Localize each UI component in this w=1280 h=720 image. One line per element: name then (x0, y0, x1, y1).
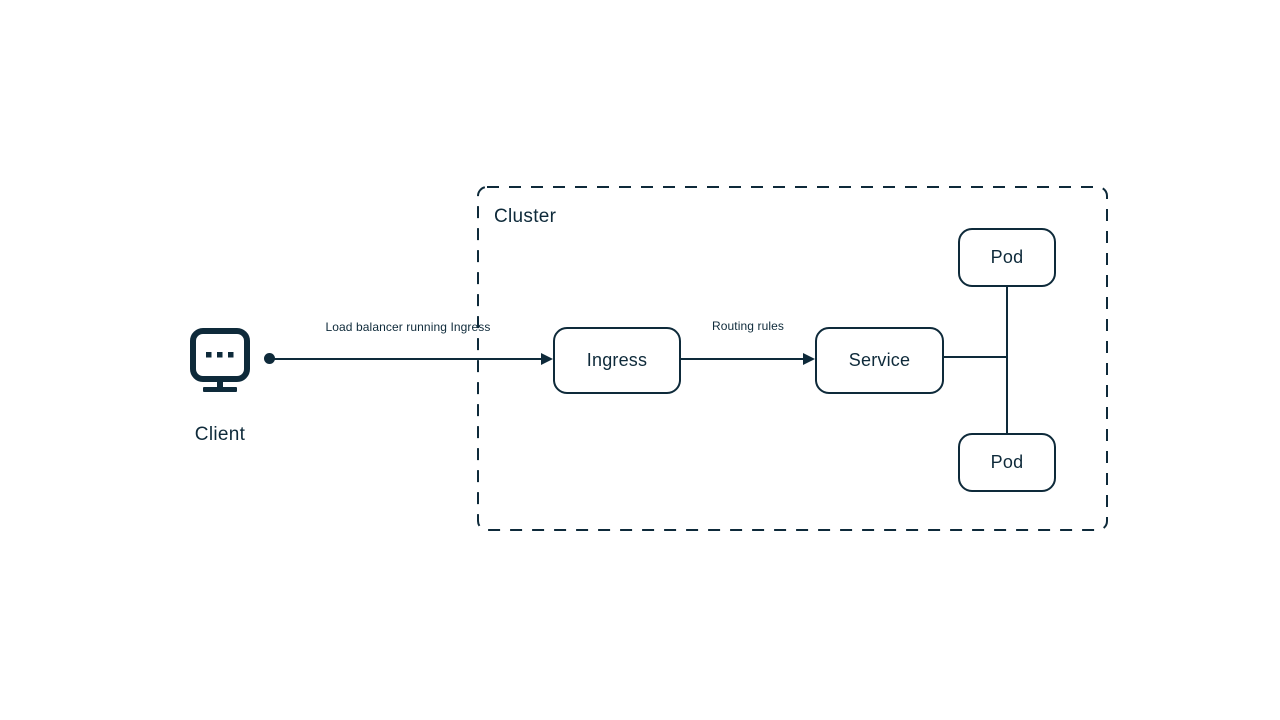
pod-top-node: Pod (958, 228, 1056, 287)
monitor-icon (190, 328, 250, 392)
edge-pods-vertical (1006, 287, 1008, 433)
arrowhead-into-ingress (541, 353, 553, 365)
edge-service-to-junction (944, 356, 1008, 358)
ingress-node: Ingress (553, 327, 681, 394)
cluster-label: Cluster (494, 206, 557, 227)
edge-client-to-ingress (270, 358, 542, 360)
edge-origin-dot (264, 353, 275, 364)
pod-bottom-node: Pod (958, 433, 1056, 492)
edge-ingress-to-service (681, 358, 804, 360)
edge-label-load-balancer: Load balancer running Ingress (325, 320, 491, 334)
ingress-node-label: Ingress (586, 350, 648, 370)
pod-bottom-node-label: Pod (990, 452, 1024, 472)
pod-top-node-label: Pod (990, 247, 1024, 267)
edge-label-routing-rules: Routing rules (711, 319, 784, 333)
service-node: Service (815, 327, 944, 394)
service-node-label: Service (848, 350, 911, 370)
arrowhead-into-service (803, 353, 815, 365)
client-node-label: Client (194, 424, 246, 445)
